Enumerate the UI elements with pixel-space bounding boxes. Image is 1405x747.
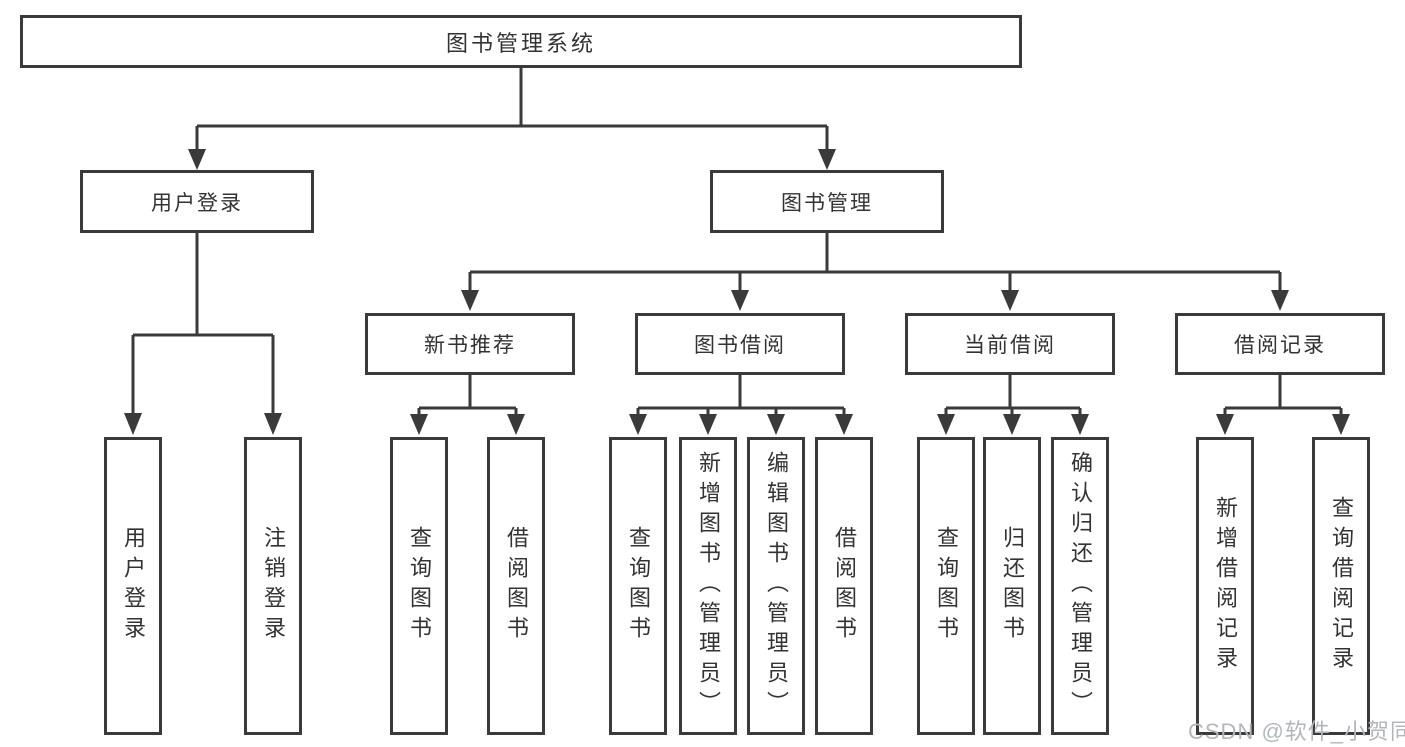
- arrow-icon: [124, 413, 142, 435]
- arrow-icon: [507, 414, 525, 435]
- node-borrowing-records: 借阅记录: [1175, 313, 1385, 375]
- leaf-label: 编辑图书（管理员）: [764, 451, 789, 721]
- leaf-add-borrow-record: 新增借阅记录: [1196, 437, 1254, 735]
- arrow-icon: [937, 414, 955, 435]
- node-book-borrowing: 图书借阅: [635, 313, 845, 375]
- watermark: CSDN @软件_小贺同学: [1188, 719, 1405, 744]
- leaf-query-books-current: 查询图书: [917, 437, 975, 735]
- node-library-system: 图书管理系统: [20, 15, 1022, 68]
- arrow-icon: [1271, 290, 1289, 311]
- arrow-icon: [731, 290, 749, 311]
- connector-borrow-to-leaves: [636, 375, 846, 414]
- node-current-borrowing: 当前借阅: [905, 313, 1115, 375]
- node-label: 图书管理: [781, 191, 873, 215]
- arrow-icon: [835, 414, 853, 435]
- leaf-user-login: 用户登录: [104, 437, 162, 735]
- arrow-icon: [264, 413, 282, 435]
- leaf-label: 归还图书: [1000, 526, 1025, 646]
- arrow-icon: [410, 414, 428, 435]
- leaf-label: 查询借阅记录: [1329, 496, 1354, 676]
- leaf-borrow-books-recommend: 借阅图书: [487, 437, 545, 735]
- leaf-label: 查询图书: [934, 526, 959, 646]
- arrow-icon: [461, 290, 479, 311]
- node-label: 图书管理系统: [445, 30, 596, 56]
- leaf-query-books-recommend: 查询图书: [390, 437, 448, 735]
- arrow-icon: [767, 414, 785, 435]
- leaf-label: 新增借阅记录: [1213, 496, 1238, 676]
- connector-current-to-leaves: [944, 375, 1082, 414]
- node-label: 新书推荐: [424, 334, 516, 357]
- arrow-icon: [1216, 414, 1234, 435]
- arrow-icon: [1332, 414, 1350, 435]
- node-user-login: 用户登录: [80, 170, 314, 233]
- connector-recommend-to-leaves: [417, 375, 518, 414]
- arrow-icon: [1001, 290, 1019, 311]
- node-label: 图书借阅: [694, 334, 786, 357]
- leaf-borrow-books-borrowing: 借阅图书: [815, 437, 873, 735]
- arrow-icon: [188, 149, 206, 170]
- leaf-edit-books-admin: 编辑图书（管理员）: [747, 437, 805, 735]
- leaf-logout-login: 注销登录: [244, 437, 302, 735]
- leaf-label: 借阅图书: [832, 526, 857, 646]
- leaf-add-books-admin: 新增图书（管理员）: [679, 437, 737, 735]
- leaf-label: 借阅图书: [504, 526, 529, 646]
- node-book-management: 图书管理: [710, 170, 944, 233]
- arrow-icon: [1003, 414, 1021, 435]
- leaf-label: 查询图书: [407, 526, 432, 646]
- leaf-label: 新增图书（管理员）: [696, 451, 721, 721]
- leaf-query-books-borrowing: 查询图书: [609, 437, 667, 735]
- node-label: 当前借阅: [964, 334, 1056, 357]
- leaf-label: 查询图书: [626, 526, 651, 646]
- arrow-icon: [629, 414, 647, 435]
- connector-mgmt-to-level3: [468, 233, 1282, 291]
- leaf-return-books: 归还图书: [983, 437, 1041, 735]
- leaf-confirm-return-admin: 确认归还（管理员）: [1051, 437, 1109, 735]
- node-label: 用户登录: [151, 191, 243, 215]
- arrow-icon: [818, 149, 836, 170]
- connector-login-to-leaves: [131, 233, 275, 414]
- leaf-label: 注销登录: [261, 526, 286, 646]
- leaf-label: 确认归还（管理员）: [1068, 451, 1093, 721]
- leaf-query-borrow-record: 查询借阅记录: [1312, 437, 1370, 735]
- leaf-label: 用户登录: [121, 526, 146, 646]
- node-new-book-recommendation: 新书推荐: [365, 313, 575, 375]
- arrowheads: [124, 149, 1350, 435]
- arrow-icon: [699, 414, 717, 435]
- arrow-icon: [1071, 414, 1089, 435]
- connector-root-to-level2: [195, 68, 829, 150]
- connector-records-to-leaves: [1223, 375, 1343, 414]
- node-label: 借阅记录: [1234, 334, 1326, 357]
